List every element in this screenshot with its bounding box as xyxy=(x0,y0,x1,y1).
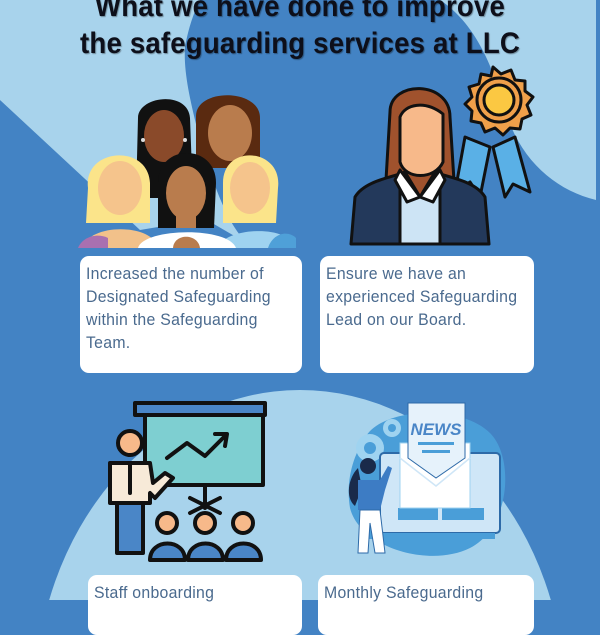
card-safeguarding-lead: Ensure we have an experienced Safeguardi… xyxy=(320,256,534,373)
card-text: Staff onboarding xyxy=(94,583,215,602)
presenter-with-chart-and-audience-icon xyxy=(108,401,267,562)
title-line-2: the safeguarding services at LLC xyxy=(80,27,520,60)
card-staff-onboarding: Staff onboarding xyxy=(88,575,302,635)
card-designated-safeguarding: Increased the number of Designated Safeg… xyxy=(80,256,302,373)
card-text: Increased the number of Designated Safeg… xyxy=(86,264,271,352)
group-of-women-icon xyxy=(78,95,296,248)
news-badge-text: NEWS xyxy=(411,420,463,439)
card-monthly-safeguarding: Monthly Safeguarding xyxy=(318,575,534,635)
title-line-1: What we have done to improve xyxy=(94,0,506,23)
businesswoman-with-award-ribbon-icon xyxy=(349,65,535,246)
page-title: What we have done to improve the safegua… xyxy=(24,0,576,62)
newsletter-envelope-icon: NEWS xyxy=(348,402,506,556)
card-text: Monthly Safeguarding xyxy=(324,583,484,602)
card-text: Ensure we have an experienced Safeguardi… xyxy=(326,264,518,329)
